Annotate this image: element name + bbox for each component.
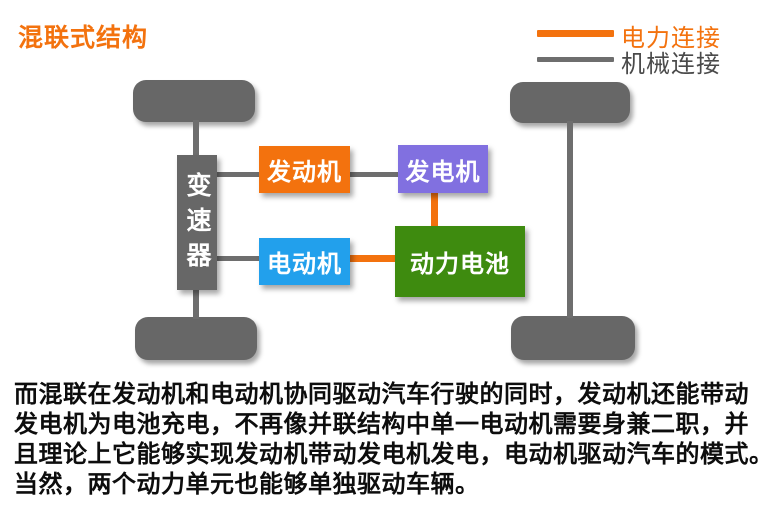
connector-motor-battery-electric xyxy=(348,255,397,262)
battery-box: 动力电池 xyxy=(395,226,525,297)
legend-line-mechanical xyxy=(537,57,614,62)
connector-engine-generator xyxy=(348,172,400,177)
wheel-front-right xyxy=(510,82,630,123)
paragraph-line: 且理论上它能够实现发动机带动发电机发电，电动机驱动汽车的模式。 xyxy=(14,441,760,468)
wheel-rear-left xyxy=(135,317,257,360)
paragraph-line: 发电机为电池充电，不再像并联结构中单一电动机需要身兼二职，并 xyxy=(14,411,749,438)
axle-right xyxy=(567,121,573,318)
connector-transmission-motor xyxy=(215,256,261,261)
axle-left-upper xyxy=(193,120,199,158)
connector-generator-battery-electric xyxy=(431,191,438,228)
legend-label-electric: 电力连接 xyxy=(621,25,721,52)
paragraph-line: 当然，两个动力单元也能够单独驱动车辆。 xyxy=(14,471,480,498)
axle-left-lower xyxy=(193,287,199,319)
wheel-front-left xyxy=(133,80,255,122)
connector-transmission-engine xyxy=(215,172,261,177)
page-title: 混联式结构 xyxy=(18,24,149,52)
motor-box: 电动机 xyxy=(259,238,350,285)
legend-line-electric xyxy=(537,30,614,37)
generator-box: 发电机 xyxy=(398,145,488,193)
wheel-rear-right xyxy=(511,316,635,360)
description-paragraph: 而混联在发动机和电动机协同驱动汽车行驶的同时，发动机还能带动 发电机为电池充电，… xyxy=(14,380,760,500)
paragraph-line: 而混联在发动机和电动机协同驱动汽车行驶的同时，发动机还能带动 xyxy=(14,381,749,408)
legend-label-mechanical: 机械连接 xyxy=(621,51,721,78)
engine-box: 发动机 xyxy=(259,146,350,193)
transmission-box: 变速器 xyxy=(177,155,217,290)
